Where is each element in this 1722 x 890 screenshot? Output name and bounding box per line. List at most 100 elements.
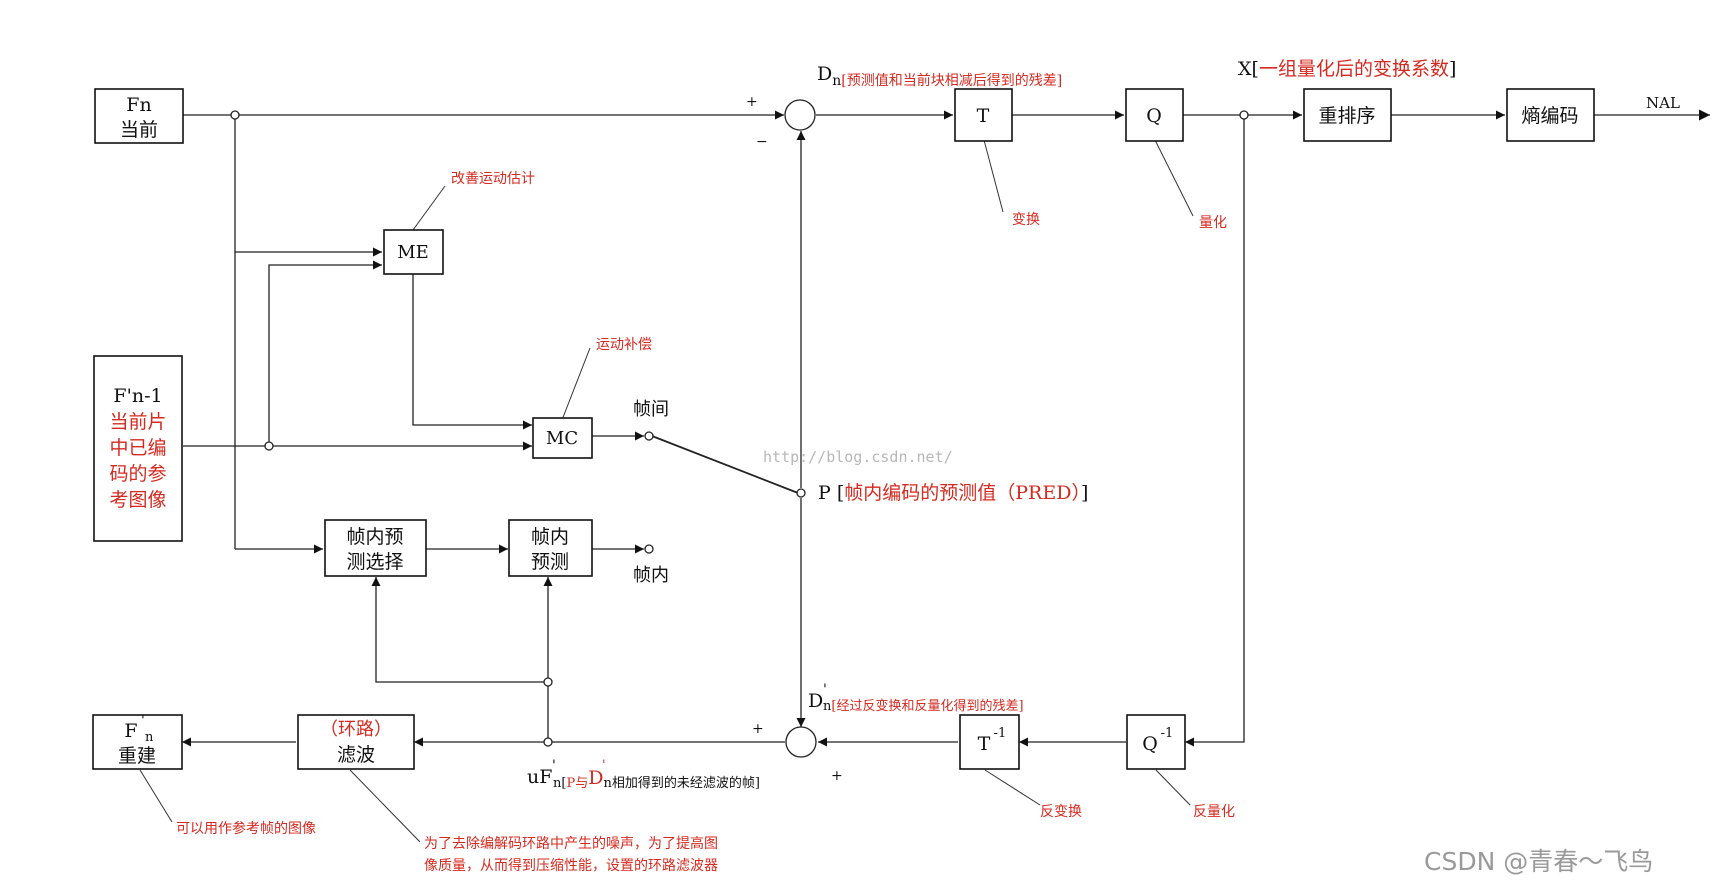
block-ref-line2: 当前片 — [109, 411, 166, 433]
uf-bracket: [ — [561, 776, 566, 791]
block-ref-line3: 中已编 — [109, 437, 166, 459]
block-inverse-quantize: Q -1 — [1126, 714, 1186, 770]
uf-dprime: ' — [602, 758, 606, 773]
x-desc: 一组量化后的变换系数 — [1259, 58, 1449, 80]
annotation-leaders — [139, 139, 1194, 843]
block-recon-prime: ' — [141, 713, 145, 729]
junction-x — [1239, 110, 1249, 120]
uf-main: uF — [527, 766, 552, 788]
block-fn-line1: Fn — [126, 94, 151, 116]
dn-label: Dn[预测值和当前块相减后得到的残差] — [817, 63, 1062, 89]
leader-t — [983, 139, 1004, 213]
add-plus-left: + — [752, 721, 764, 737]
note-recon: 可以用作参考帧的图像 — [176, 820, 316, 837]
leader-q — [1154, 139, 1194, 217]
subtract-plus: + — [746, 94, 758, 110]
block-transform: T — [954, 88, 1013, 142]
leader-me — [412, 185, 446, 231]
wire-x-to-qinv — [1185, 115, 1245, 747]
note-mc: 运动补偿 — [596, 337, 652, 353]
uf-d: D — [588, 767, 603, 789]
add-plus-below: + — [831, 768, 843, 784]
uf-desc: 相加得到的未经滤波的帧] — [612, 775, 760, 791]
subtract-minus: − — [756, 134, 768, 150]
junction-ref — [264, 441, 274, 451]
intra-label: 帧内 — [633, 565, 669, 586]
block-ref-title: F'n-1 — [113, 385, 162, 407]
uf-p: P与 — [566, 776, 588, 791]
p-main: P [ — [818, 482, 844, 504]
block-intra-pred: 帧内 预测 — [508, 519, 593, 577]
block-intra-select: 帧内预 测选择 — [324, 519, 427, 577]
leader-tinv — [984, 769, 1041, 806]
x-main: X[ — [1238, 58, 1259, 80]
dpn-n: n — [823, 699, 832, 714]
block-fn-current: Fn 当前 — [94, 88, 184, 144]
dpn-prime: ' — [823, 682, 827, 698]
leader-filter — [349, 769, 421, 843]
wire-ref-to-me — [268, 260, 382, 446]
note-q: 量化 — [1199, 215, 1227, 231]
subtract-node — [784, 99, 816, 131]
block-qinv-label: Q — [1142, 733, 1158, 755]
block-quantize: Q — [1125, 88, 1184, 142]
dpn-d: D — [808, 690, 823, 712]
p-desc: 帧内编码的预测值（PRED） — [844, 482, 1081, 504]
block-mc-label: MC — [546, 428, 578, 449]
note-me: 改善运动估计 — [451, 171, 535, 187]
block-filter-label: 滤波 — [337, 744, 375, 766]
block-mc: MC — [532, 417, 593, 459]
block-intra-pred-line1: 帧内 — [531, 526, 569, 548]
block-intra-select-line2: 测选择 — [346, 551, 403, 573]
block-recon-f: F — [124, 720, 137, 742]
block-me: ME — [383, 229, 444, 275]
nal-label: NAL — [1646, 94, 1680, 112]
leader-qinv — [1155, 769, 1191, 806]
block-entropy: 熵编码 — [1506, 88, 1595, 142]
junction-uf — [543, 737, 553, 747]
junction-fn — [230, 110, 240, 120]
wire-me-to-mc — [412, 274, 532, 430]
uf-n: n — [553, 776, 562, 791]
block-reorder: 重排序 — [1303, 88, 1392, 142]
block-ref-line5: 考图像 — [109, 489, 166, 511]
switch-pivot — [796, 488, 806, 498]
block-q-label: Q — [1146, 105, 1162, 127]
x-label: X[一组量化后的变换系数] — [1238, 58, 1456, 80]
block-qinv-sup: -1 — [1161, 726, 1174, 741]
wires — [182, 109, 1710, 747]
leader-mc — [561, 347, 591, 421]
block-reorder-label: 重排序 — [1318, 105, 1375, 127]
junction-uf-up — [543, 677, 553, 687]
block-tinv-sup: -1 — [994, 726, 1007, 741]
uf-prime: ' — [552, 758, 556, 774]
watermark-url: http://blog.csdn.net/ — [763, 448, 953, 466]
block-tinv-label: T — [978, 733, 991, 755]
junction-dots — [230, 110, 1249, 747]
uf-dn: n — [603, 776, 612, 791]
switch-lever — [651, 435, 799, 494]
wire-uf-to-intra-select — [371, 577, 548, 683]
block-intra-pred-line2: 预测 — [531, 551, 569, 573]
x-close: ] — [1449, 58, 1456, 80]
uf-label: n[P与Dn相加得到的未经滤波的帧] — [553, 767, 760, 791]
switch-inter-contact — [644, 431, 654, 441]
note-t: 变换 — [1012, 211, 1040, 228]
add-node — [785, 726, 817, 758]
block-ref-line4: 码的参 — [109, 463, 166, 485]
inter-label: 帧间 — [633, 399, 669, 420]
p-close: ] — [1081, 482, 1088, 504]
block-recon-label: 重建 — [118, 745, 156, 767]
block-recon-sub: n — [145, 730, 154, 745]
block-reconstructed: F n ' 重建 — [92, 713, 183, 770]
dn-desc: [预测值和当前块相减后得到的残差] — [841, 72, 1062, 89]
block-entropy-label: 熵编码 — [1521, 105, 1578, 127]
dn-d: D — [817, 63, 832, 85]
credit-watermark: CSDN @青春～飞鸟 — [1424, 847, 1653, 876]
block-filter-title: （环路） — [320, 719, 392, 740]
block-me-label: ME — [397, 242, 429, 263]
block-loop-filter: （环路） 滤波 — [297, 714, 415, 770]
dpn-label: n[经过反变换和反量化得到的残差] — [823, 698, 1024, 714]
dn-n: n — [832, 73, 841, 89]
